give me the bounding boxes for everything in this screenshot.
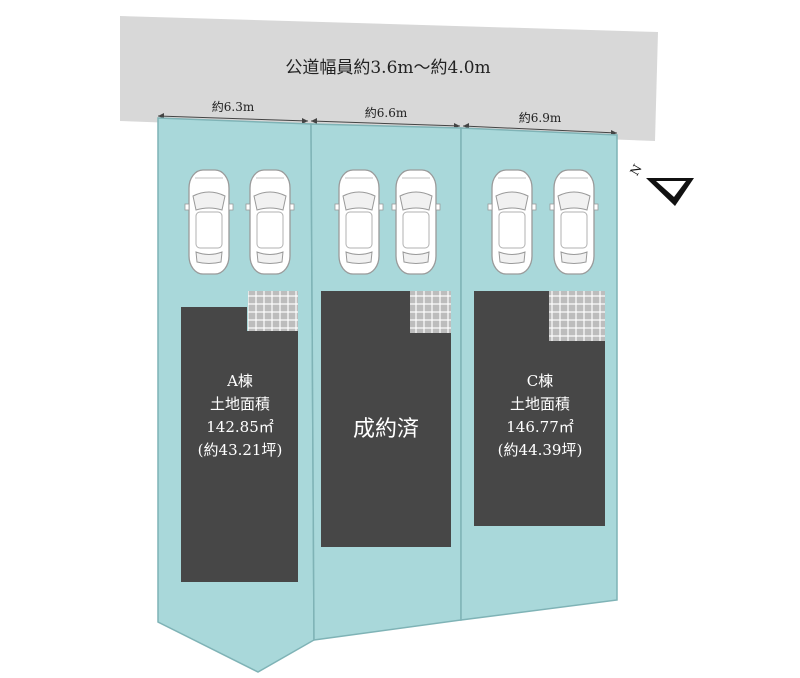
car-b1: [334, 169, 384, 275]
dimension-line-1: [157, 115, 309, 122]
frontage-label-c: 約6.9m: [519, 110, 562, 125]
dimension-line-2: [310, 120, 461, 127]
lot-b-sold-label: 成約済: [353, 417, 419, 442]
lot-c-name: C棟: [527, 372, 553, 390]
car-a2: [245, 169, 295, 275]
building-c: [474, 291, 605, 526]
road-strip: [120, 16, 658, 141]
tile-patch-c: [549, 291, 605, 341]
lot-a-name: A棟: [226, 372, 253, 390]
tile-patch-a: [248, 291, 298, 331]
building-b: [321, 291, 451, 547]
lot-a-area-tsubo: (約43.21坪): [198, 441, 283, 459]
lot-labels: A棟 土地面積 142.85㎡ (約43.21坪) 成約済 C棟 土地面積 14…: [198, 372, 583, 459]
lot-c-area-sqm: 146.77㎡: [506, 418, 574, 436]
car-b2: [391, 169, 441, 275]
road: 公道幅員約3.6m〜約4.0m: [120, 16, 658, 141]
lot-c-area-title: 土地面積: [510, 395, 570, 413]
north-label: N: [627, 162, 644, 178]
frontage-dimensions: 約6.3m 約6.6m 約6.9m: [157, 99, 618, 136]
lot-c-area-tsubo: (約44.39坪): [498, 441, 583, 459]
lot-a-area-title: 土地面積: [210, 395, 270, 413]
frontage-label-b: 約6.6m: [365, 105, 408, 120]
tile-patch-b: [410, 291, 451, 333]
north-compass: N: [627, 162, 694, 206]
dimension-line-3: [462, 125, 618, 134]
frontage-label-a: 約6.3m: [212, 99, 255, 114]
building-a: [181, 307, 298, 582]
buildings: [181, 291, 605, 582]
road-width-label: 公道幅員約3.6m〜約4.0m: [285, 58, 490, 78]
car-c2: [549, 169, 599, 275]
lot-a-area-sqm: 142.85㎡: [206, 418, 274, 436]
car-c1: [487, 169, 537, 275]
car-a1: [184, 169, 234, 275]
